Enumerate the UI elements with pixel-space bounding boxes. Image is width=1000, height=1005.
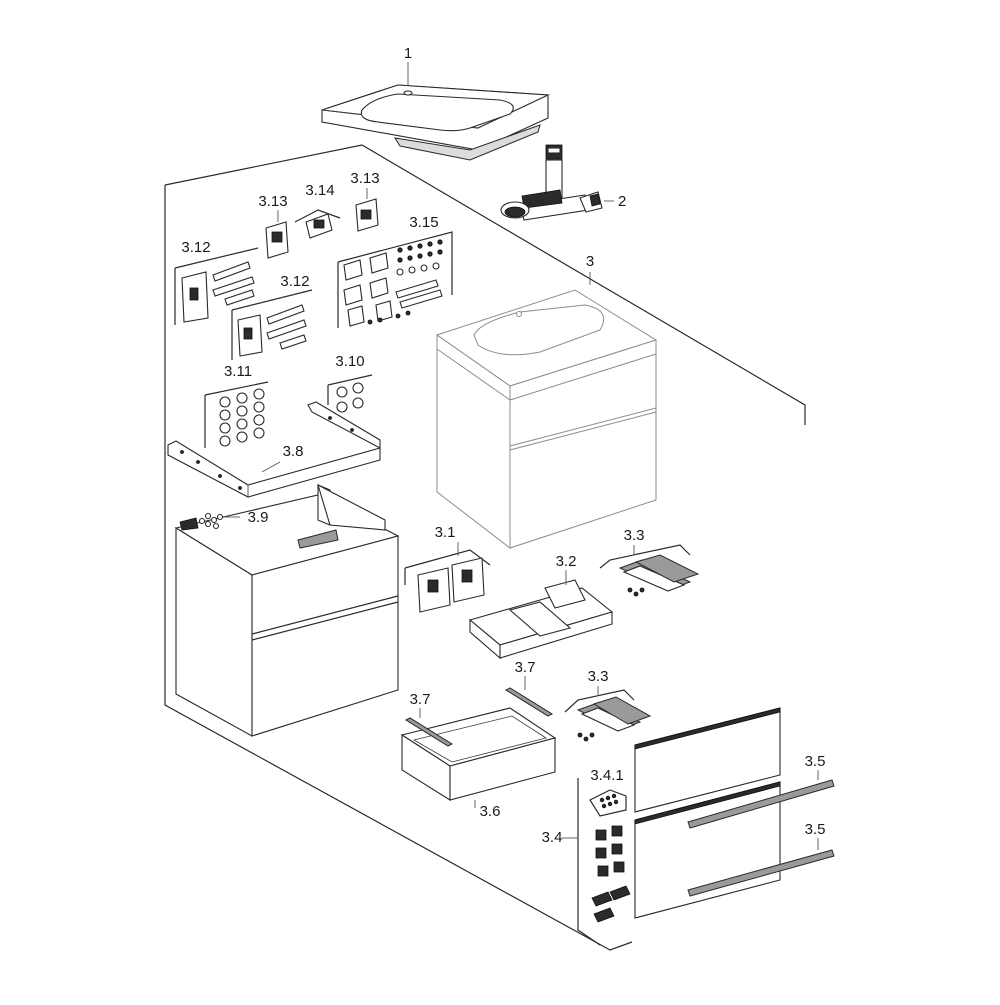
fronts-part [577, 707, 781, 946]
front-clips-part [589, 789, 627, 817]
callout-3-9: 3.9 [248, 509, 269, 526]
callout-3-3-top: 3.3 [624, 527, 645, 544]
frame-part [167, 401, 381, 498]
callout-3-2: 3.2 [556, 553, 577, 570]
siphon-part [500, 144, 614, 221]
drawer-insert-part [468, 579, 614, 660]
wall-bracket-a-part [174, 247, 259, 325]
handle-top-part [687, 770, 835, 829]
runners-bottom-part [564, 686, 652, 742]
part-group-outline [164, 144, 806, 951]
callout-3-13-b: 3.13 [350, 170, 379, 187]
screws-small-part [198, 512, 240, 530]
callout-3-15: 3.15 [409, 214, 438, 231]
hinge-a-part [265, 210, 289, 259]
callout-3-11: 3.11 [224, 363, 252, 380]
callout-3-12-b: 3.12 [280, 273, 309, 290]
callout-3-4-1: 3.4.1 [590, 767, 623, 784]
callout-3-5-top: 3.5 [805, 753, 826, 770]
caps-small-part [327, 374, 373, 413]
callout-3-4: 3.4 [542, 829, 563, 846]
callout-3-12-a: 3.12 [181, 239, 210, 256]
callout-3-7-left: 3.7 [410, 691, 431, 708]
callout-3-7-right: 3.7 [515, 659, 536, 676]
wall-bracket-b-part [231, 289, 313, 360]
callout-3-14: 3.14 [305, 182, 334, 199]
callout-3-13-a: 3.13 [258, 193, 287, 210]
caps-large-part [204, 381, 269, 448]
runners-top-part [599, 544, 700, 597]
hinge-b-part [355, 188, 379, 232]
callout-3-8: 3.8 [283, 443, 304, 460]
cabinet-body [174, 483, 400, 737]
callout-3-6: 3.6 [480, 803, 501, 820]
callout-1: 1 [404, 45, 412, 62]
fixing-kit-part [337, 231, 453, 328]
rail-left-part [404, 708, 454, 747]
callout-2: 2 [618, 193, 626, 210]
complete-unit-part [435, 289, 658, 550]
drawer-box-part [400, 707, 557, 808]
callout-3-10: 3.10 [335, 353, 364, 370]
brackets-part [404, 549, 491, 613]
callout-3: 3 [586, 253, 594, 270]
washbasin-part [321, 62, 551, 161]
rail-right-part [504, 676, 554, 717]
callout-3-5-bottom: 3.5 [805, 821, 826, 838]
front-fittings-part [591, 825, 631, 923]
hinge-plate-part [294, 209, 341, 239]
callout-3-3-bottom: 3.3 [588, 668, 609, 685]
handle-bottom-part [687, 838, 835, 897]
callout-3-1: 3.1 [435, 524, 456, 541]
